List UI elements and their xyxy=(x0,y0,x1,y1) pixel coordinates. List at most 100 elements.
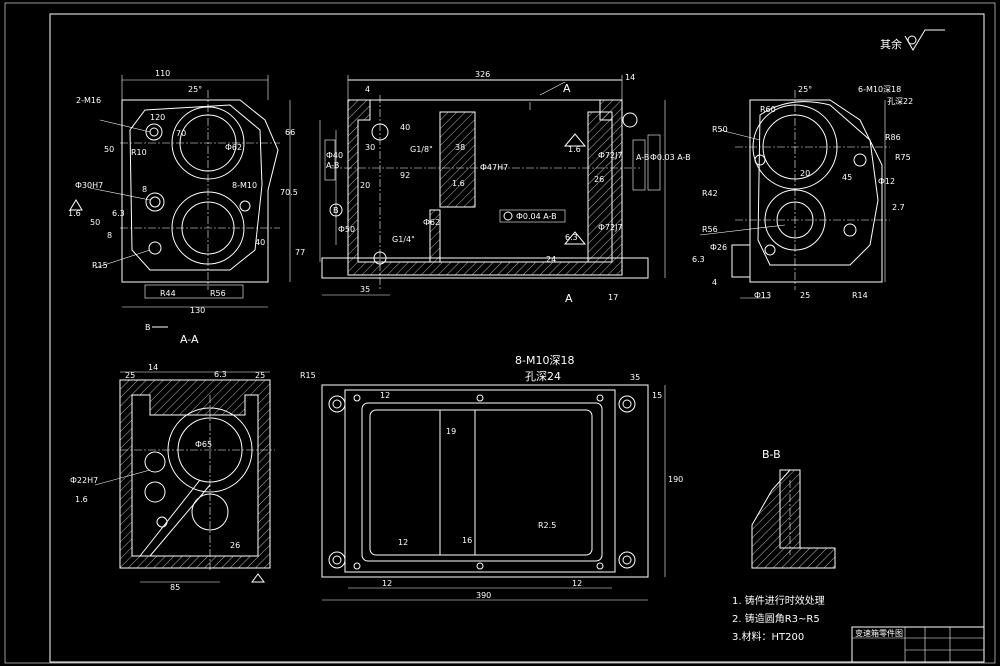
view-bottom-left: 25 14 6.3 25 Ф22H7 Ф65 1.6 26 85 xyxy=(70,363,275,592)
svg-text:Ф72J7: Ф72J7 xyxy=(598,223,623,232)
view-right: 25° 6-M10深18 孔深22 R60 R50 R86 R75 20 45 … xyxy=(692,85,913,300)
svg-text:Ф62: Ф62 xyxy=(423,218,440,227)
outer-frame xyxy=(4,2,996,664)
svg-text:G1/4": G1/4" xyxy=(392,235,415,244)
svg-text:25°: 25° xyxy=(798,85,812,94)
svg-text:24: 24 xyxy=(546,255,556,264)
svg-text:35: 35 xyxy=(630,373,640,382)
svg-text:45: 45 xyxy=(842,173,852,182)
svg-text:26: 26 xyxy=(230,541,240,550)
svg-text:14: 14 xyxy=(148,363,158,372)
svg-text:Ф0.03 A-B: Ф0.03 A-B xyxy=(650,153,691,162)
svg-text:35: 35 xyxy=(360,285,370,294)
svg-text:26: 26 xyxy=(594,175,604,184)
svg-text:孔深22: 孔深22 xyxy=(887,97,913,106)
svg-text:38: 38 xyxy=(455,143,465,152)
svg-text:130: 130 xyxy=(190,306,205,315)
svg-text:25: 25 xyxy=(800,291,810,300)
svg-text:2-M16: 2-M16 xyxy=(76,96,101,105)
svg-text:30: 30 xyxy=(365,143,375,152)
svg-text:R2.5: R2.5 xyxy=(538,521,556,530)
svg-text:14: 14 xyxy=(625,73,635,82)
svg-text:40: 40 xyxy=(255,238,265,247)
section-label-b-b: B-B xyxy=(762,448,781,461)
svg-text:A-B: A-B xyxy=(326,161,339,170)
svg-text:77: 77 xyxy=(295,248,305,257)
svg-text:8-M10深18: 8-M10深18 xyxy=(515,354,574,367)
view-a-a: 110 25° 2-M16 70 50 Ф62 R10 Ф30H7 8 8-M1… xyxy=(68,69,305,346)
svg-text:50: 50 xyxy=(104,145,114,154)
svg-text:20: 20 xyxy=(360,181,370,190)
svg-text:孔深24: 孔深24 xyxy=(525,370,561,383)
svg-text:R15: R15 xyxy=(300,371,316,380)
svg-text:3.材料：HT200: 3.材料：HT200 xyxy=(732,630,804,643)
svg-text:15: 15 xyxy=(652,391,662,400)
svg-text:Ф72J7: Ф72J7 xyxy=(598,151,623,160)
svg-text:25: 25 xyxy=(125,371,135,380)
technical-notes: 1. 铸件进行时效处理 2. 铸造圆角R3~R5 3.材料：HT200 xyxy=(732,594,825,643)
inner-frame xyxy=(49,13,985,663)
svg-text:1.6: 1.6 xyxy=(568,145,581,154)
svg-text:12: 12 xyxy=(382,579,392,588)
roughness-symbol xyxy=(904,29,945,51)
svg-text:50: 50 xyxy=(90,218,100,227)
svg-text:8: 8 xyxy=(107,231,112,240)
svg-text:1.6: 1.6 xyxy=(452,179,465,188)
svg-text:4: 4 xyxy=(712,278,717,287)
svg-text:20: 20 xyxy=(800,169,810,178)
svg-text:Ф13: Ф13 xyxy=(754,291,771,300)
svg-text:R50: R50 xyxy=(712,125,728,134)
svg-text:110: 110 xyxy=(155,69,170,78)
section-label-a-a: A-A xyxy=(180,333,199,346)
svg-text:A-B: A-B xyxy=(636,153,649,162)
svg-text:1. 铸件进行时效处理: 1. 铸件进行时效处理 xyxy=(732,594,825,607)
svg-text:190: 190 xyxy=(668,475,683,484)
svg-text:R56: R56 xyxy=(210,289,226,298)
svg-text:Ф12: Ф12 xyxy=(878,177,895,186)
svg-text:6.3: 6.3 xyxy=(692,255,705,264)
svg-text:2.7: 2.7 xyxy=(892,203,905,212)
svg-text:8-M10: 8-M10 xyxy=(232,181,257,190)
svg-text:Ф65: Ф65 xyxy=(195,440,212,449)
svg-text:R14: R14 xyxy=(852,291,868,300)
svg-text:Ф0.04 A-B: Ф0.04 A-B xyxy=(516,212,557,221)
svg-text:85: 85 xyxy=(170,583,180,592)
svg-text:Ф26: Ф26 xyxy=(710,243,727,252)
svg-text:R44: R44 xyxy=(160,289,176,298)
svg-text:66: 66 xyxy=(285,128,295,137)
svg-text:92: 92 xyxy=(400,171,410,180)
svg-text:Ф22H7: Ф22H7 xyxy=(70,476,98,485)
svg-text:1.6: 1.6 xyxy=(75,495,88,504)
svg-text:70: 70 xyxy=(176,129,186,138)
svg-text:25: 25 xyxy=(255,371,265,380)
roughness-note: 其余 xyxy=(880,37,902,51)
svg-text:R15: R15 xyxy=(92,261,108,270)
svg-text:12: 12 xyxy=(572,579,582,588)
svg-text:6.3: 6.3 xyxy=(214,370,227,379)
svg-text:12: 12 xyxy=(380,391,390,400)
svg-text:4: 4 xyxy=(365,85,370,94)
svg-text:A: A xyxy=(565,292,573,305)
svg-text:R60: R60 xyxy=(760,105,776,114)
svg-text:Ф30H7: Ф30H7 xyxy=(75,181,103,190)
svg-text:120: 120 xyxy=(150,113,165,122)
svg-text:70.5: 70.5 xyxy=(280,188,298,197)
view-bottom-middle: R15 8-M10深18 孔深24 12 35 15 19 190 R2.5 1… xyxy=(300,354,683,601)
svg-text:G1/8": G1/8" xyxy=(410,145,433,154)
svg-text:17: 17 xyxy=(608,293,618,302)
svg-text:变速箱零件图: 变速箱零件图 xyxy=(855,628,903,638)
svg-text:B: B xyxy=(145,323,151,332)
title-block: 变速箱零件图 xyxy=(851,626,985,663)
svg-text:R56: R56 xyxy=(702,225,718,234)
svg-text:8: 8 xyxy=(142,185,147,194)
svg-text:6-M10深18: 6-M10深18 xyxy=(858,85,901,94)
svg-text:1.6: 1.6 xyxy=(68,209,81,218)
svg-text:6.3: 6.3 xyxy=(565,233,578,242)
svg-text:Ф62: Ф62 xyxy=(225,143,242,152)
svg-text:19: 19 xyxy=(446,427,456,436)
svg-text:R86: R86 xyxy=(885,133,901,142)
svg-text:6.3: 6.3 xyxy=(112,209,125,218)
svg-text:390: 390 xyxy=(476,591,491,600)
svg-text:R75: R75 xyxy=(895,153,911,162)
